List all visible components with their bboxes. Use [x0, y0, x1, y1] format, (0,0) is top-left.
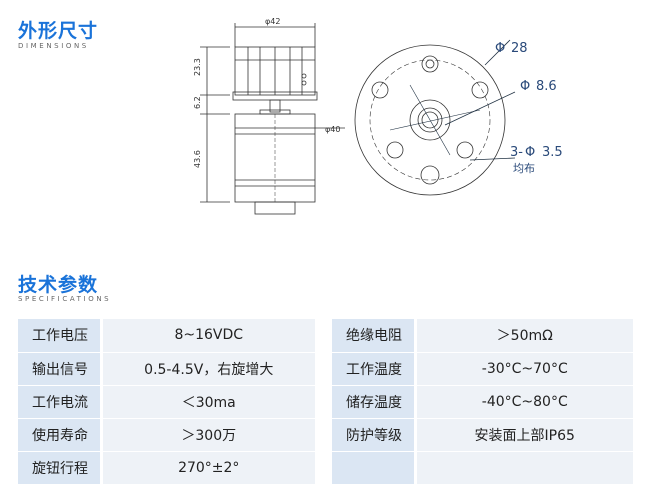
- phi-35-symbol: Φ: [525, 145, 535, 160]
- dim-holes: 3-: [510, 145, 523, 160]
- spec-gap: [315, 451, 332, 485]
- dimension-drawing-svg: φ42 φ40 23.3 6.2 43.6 Φ 28 Φ 8.6 3- Φ 3.…: [193, 17, 563, 215]
- spec-value: 安装面上部IP65: [413, 418, 633, 452]
- spec-value: 270°±2°: [99, 451, 315, 485]
- dim-d40: φ40: [325, 125, 340, 134]
- dim-d35: 3.5: [542, 145, 563, 160]
- spec-row: 使用寿命＞300万防护等级安装面上部IP65: [18, 418, 633, 452]
- spec-label: 输出信号: [18, 352, 101, 386]
- spec-value: [413, 451, 633, 485]
- spec-value: 8~16VDC: [99, 319, 315, 353]
- front-outer-circle: [354, 44, 506, 196]
- spec-gap: [315, 352, 332, 386]
- dim-d28: 28: [511, 41, 528, 56]
- dim-d42: φ42: [265, 17, 280, 26]
- spec-value: -40°C~80°C: [413, 385, 633, 419]
- spec-row: 工作电流＜30ma 储存温度-40°C~80°C: [18, 385, 633, 419]
- spec-label: 绝缘电阻: [332, 319, 415, 353]
- spec-label: 防护等级: [332, 418, 415, 452]
- dim-note: 均布: [513, 162, 535, 175]
- spec-label: 使用寿命: [18, 418, 101, 452]
- dim-d86: 8.6: [536, 79, 557, 94]
- specs-title: 技术参数: [18, 274, 99, 296]
- spec-gap: [315, 418, 332, 452]
- dimensions-subtitle: DIMENSIONS: [18, 42, 89, 50]
- specs-subtitle: SPECIFICATIONS: [18, 295, 112, 303]
- spec-label: 储存温度: [332, 385, 415, 419]
- dim-h6: 6.2: [193, 96, 202, 109]
- spec-gap: [315, 319, 332, 353]
- phi-28-symbol: Φ: [495, 41, 505, 56]
- spec-label: 工作电流: [18, 385, 101, 419]
- spec-gap: [315, 385, 332, 419]
- spec-value: ＞300万: [99, 418, 315, 452]
- phi-86-symbol: Φ: [520, 79, 530, 94]
- spec-value: 0.5-4.5V，右旋增大: [99, 352, 315, 386]
- dim-h23: 23.3: [193, 58, 202, 76]
- dimensions-title: 外形尺寸: [18, 20, 99, 42]
- spec-value: ＜30ma: [99, 385, 315, 419]
- spec-label: 工作温度: [332, 352, 415, 386]
- spec-label: 工作电压: [18, 319, 101, 353]
- spec-value: -30°C~70°C: [413, 352, 633, 386]
- spec-label: 旋钮行程: [18, 451, 101, 485]
- dim-h43: 43.6: [193, 150, 202, 168]
- dimension-drawing: φ42 φ40 23.3 6.2 43.6 Φ 28 Φ 8.6 3- Φ 3.…: [180, 10, 600, 215]
- spec-value: ＞50mΩ: [413, 319, 633, 353]
- spec-label: [332, 451, 415, 485]
